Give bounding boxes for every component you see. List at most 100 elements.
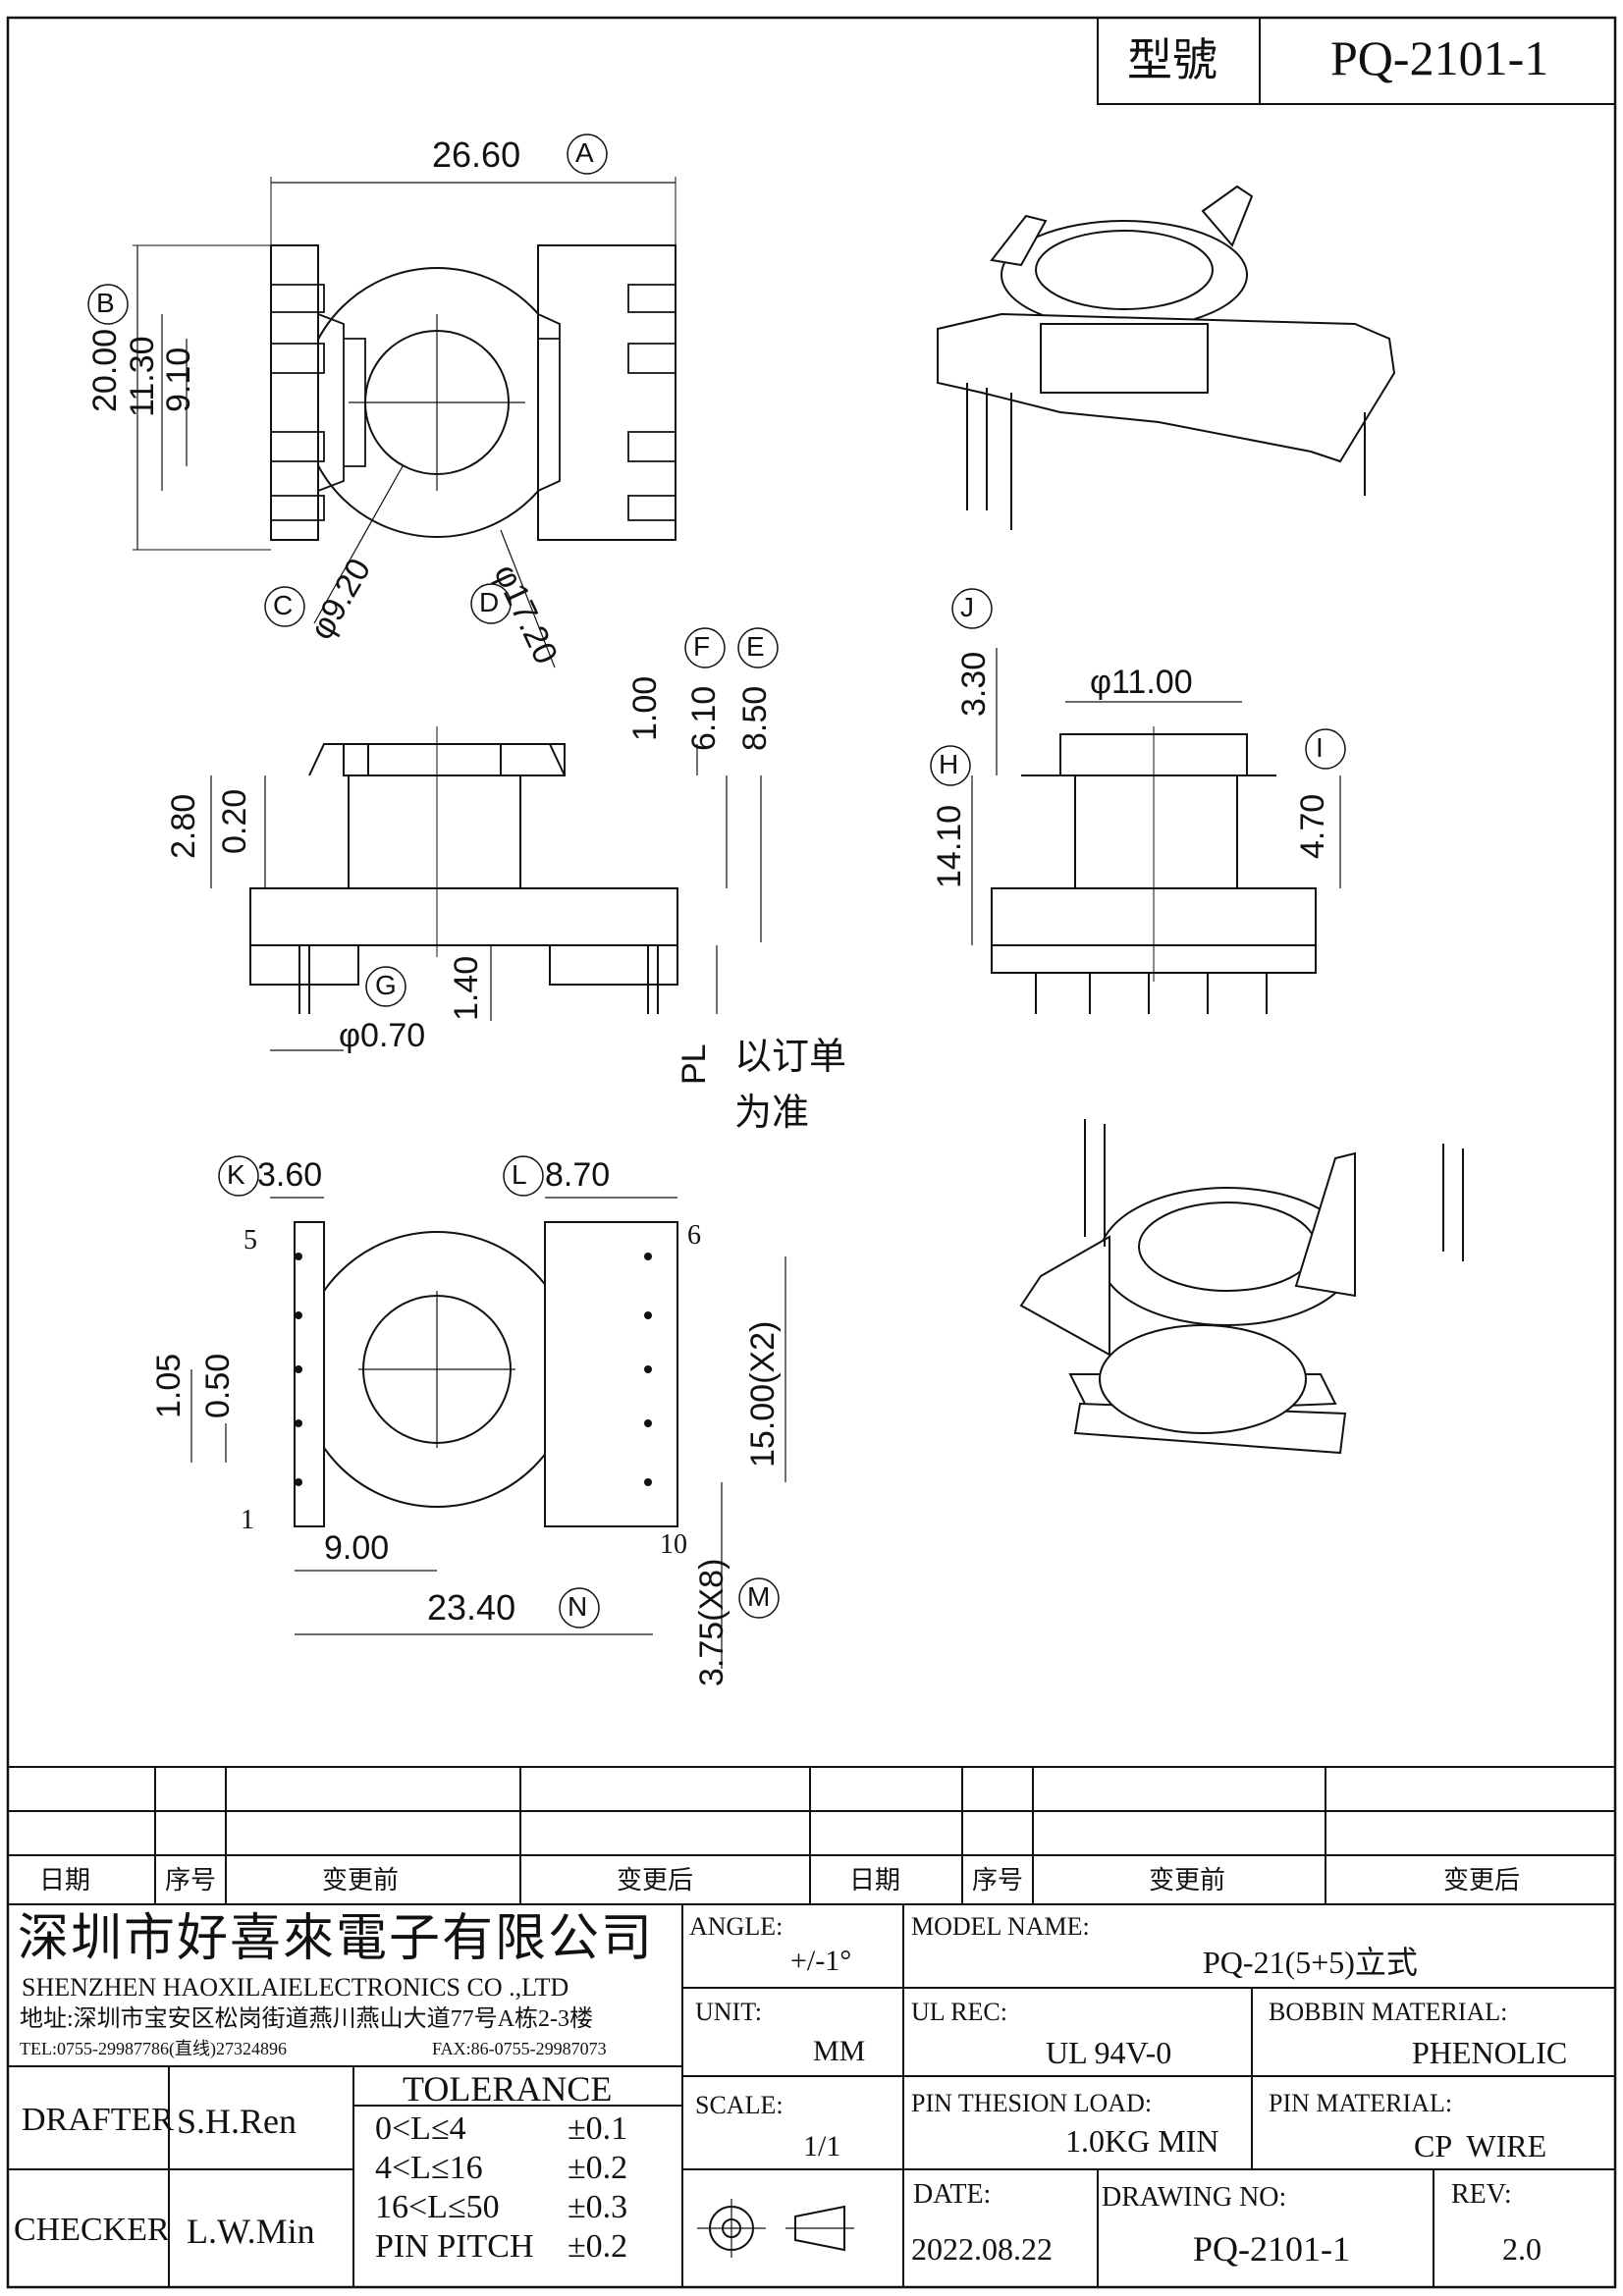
dim-l: 8.70 [545, 1156, 611, 1194]
title-block-grid [8, 1766, 1615, 2287]
projection-symbol [697, 2199, 854, 2258]
pin-1-label: 1 [241, 1505, 254, 1535]
dim-e: 8.50 [736, 685, 774, 751]
dim-b2: 9.10 [160, 347, 197, 412]
label-i: I [1316, 732, 1324, 763]
dim-span: 15.00(X2) [744, 1320, 782, 1468]
company-name-cn: 深圳市好喜來電子有限公司 [18, 1911, 655, 1967]
pin-load-value: 1.0KG MIN [1065, 2123, 1219, 2159]
bobbin-label: BOBBIN MATERIAL: [1269, 1998, 1508, 2026]
model-label: 型號 [1127, 34, 1217, 85]
dim-b1: 11.30 [124, 336, 161, 417]
label-c: C [273, 590, 294, 620]
tol-value-4: ±0.2 [568, 2228, 628, 2265]
unit-value: MM [813, 2035, 866, 2067]
iso-view-top [937, 185, 1396, 530]
pin-6-label: 6 [687, 1220, 701, 1251]
label-e: E [746, 631, 765, 662]
tol-range-4: PIN PITCH [375, 2228, 534, 2265]
label-b: B [96, 288, 115, 318]
plan-view [87, 133, 676, 668]
rev-header-before-1: 变更前 [322, 1865, 400, 1895]
dim-i: 4.70 [1294, 793, 1331, 859]
model-name-value: PQ-21(5+5)立式 [1203, 1945, 1418, 1980]
company-fax: FAX:86-0755-29987073 [432, 2039, 607, 2058]
checker-label: CHECKER [14, 2212, 170, 2248]
company-tel: TEL:0755-29987786(直线)27324896 [20, 2039, 287, 2058]
rev-value: 2.0 [1502, 2231, 1542, 2267]
tolerance-label: TOLERANCE [403, 2069, 613, 2109]
dim-top-h: 1.00 [626, 675, 664, 741]
model-name-label: MODEL NAME: [911, 1912, 1090, 1941]
angle-value: +/-1° [790, 1945, 852, 1977]
dim-dia11: φ11.00 [1090, 664, 1193, 701]
label-k: K [227, 1159, 245, 1190]
tol-value-2: ±0.2 [568, 2150, 628, 2186]
label-d: D [479, 587, 500, 617]
date-value: 2022.08.22 [911, 2231, 1053, 2267]
iso-view-bottom [1019, 1119, 1464, 1455]
label-h: H [939, 749, 959, 779]
rev-header-seq-1: 序号 [165, 1865, 217, 1895]
pin-load-label: PIN THESION LOAD: [911, 2089, 1153, 2117]
scale-value: 1/1 [803, 2130, 841, 2163]
dim-b: 20.00 [86, 328, 124, 412]
side-view [210, 627, 779, 1051]
dim-f: 6.10 [685, 685, 723, 751]
note-order-2: 为准 [734, 1093, 810, 1134]
scale-label: SCALE: [695, 2091, 784, 2119]
label-g: G [375, 970, 397, 1000]
rev-header-before-2: 变更前 [1149, 1865, 1226, 1895]
dim-n: 23.40 [427, 1587, 516, 1628]
dim-side-b: 0.20 [216, 788, 253, 854]
rev-header-date-2: 日期 [849, 1865, 901, 1895]
note-order-1: 以订单 [734, 1037, 847, 1078]
rev-header-after-1: 变更后 [617, 1865, 694, 1895]
pin-mat-label: PIN MATERIAL: [1269, 2089, 1453, 2117]
rev-header-seq-2: 序号 [972, 1865, 1024, 1895]
bottom-view [190, 1155, 786, 1669]
pin-10-label: 10 [660, 1529, 687, 1560]
pin-5-label: 5 [243, 1225, 257, 1255]
dim-p2: 0.50 [199, 1353, 237, 1418]
unit-label: UNIT: [695, 1998, 763, 2026]
company-address: 地址:深圳市宝安区松岗街道燕川燕山大道77号A栋2-3楼 [20, 2006, 593, 2032]
label-f: F [693, 631, 711, 662]
rev-header-after-2: 变更后 [1443, 1865, 1521, 1895]
angle-label: ANGLE: [689, 1912, 784, 1941]
drafter-value: S.H.Ren [177, 2102, 298, 2141]
label-j: J [960, 592, 974, 622]
company-name-en: SHENZHEN HAOXILAIELECTRONICS CO .,LTD [22, 1973, 569, 2002]
drawing-no-value: PQ-2101-1 [1193, 2229, 1350, 2269]
tol-range-3: 16<L≤50 [375, 2189, 500, 2225]
ul-label: UL REC: [911, 1998, 1007, 2026]
bobbin-value: PHENOLIC [1412, 2035, 1568, 2070]
dim-bot-w: 9.00 [324, 1529, 390, 1567]
drawing-no-label: DRAWING NO: [1102, 2182, 1287, 2213]
label-n: N [568, 1591, 588, 1622]
tol-range-2: 4<L≤16 [375, 2150, 483, 2186]
dim-m: 3.75(X8) [693, 1558, 730, 1686]
pin-mat-value: CP WIRE [1414, 2128, 1547, 2163]
dim-a: 26.60 [432, 134, 521, 175]
dim-k: 3.60 [257, 1156, 323, 1194]
label-a: A [575, 137, 594, 168]
checker-value: L.W.Min [187, 2212, 315, 2251]
tol-range-1: 0<L≤4 [375, 2110, 466, 2147]
dim-g: φ0.70 [339, 1017, 426, 1054]
rev-header-date-1: 日期 [39, 1865, 91, 1895]
dim-pin-len: 1.40 [448, 955, 485, 1021]
dim-j: 3.30 [955, 651, 993, 717]
dim-p1: 1.05 [150, 1353, 188, 1418]
rev-label: REV: [1451, 2179, 1512, 2210]
model-value: PQ-2101-1 [1330, 30, 1549, 85]
date-label: DATE: [913, 2179, 992, 2210]
label-m: M [747, 1581, 771, 1612]
label-l: L [512, 1159, 527, 1190]
tol-value-1: ±0.1 [568, 2110, 628, 2147]
tol-value-3: ±0.3 [568, 2189, 628, 2225]
dim-h: 14.10 [931, 804, 968, 888]
dim-side-a: 2.80 [165, 793, 202, 859]
front-view [930, 588, 1346, 1014]
